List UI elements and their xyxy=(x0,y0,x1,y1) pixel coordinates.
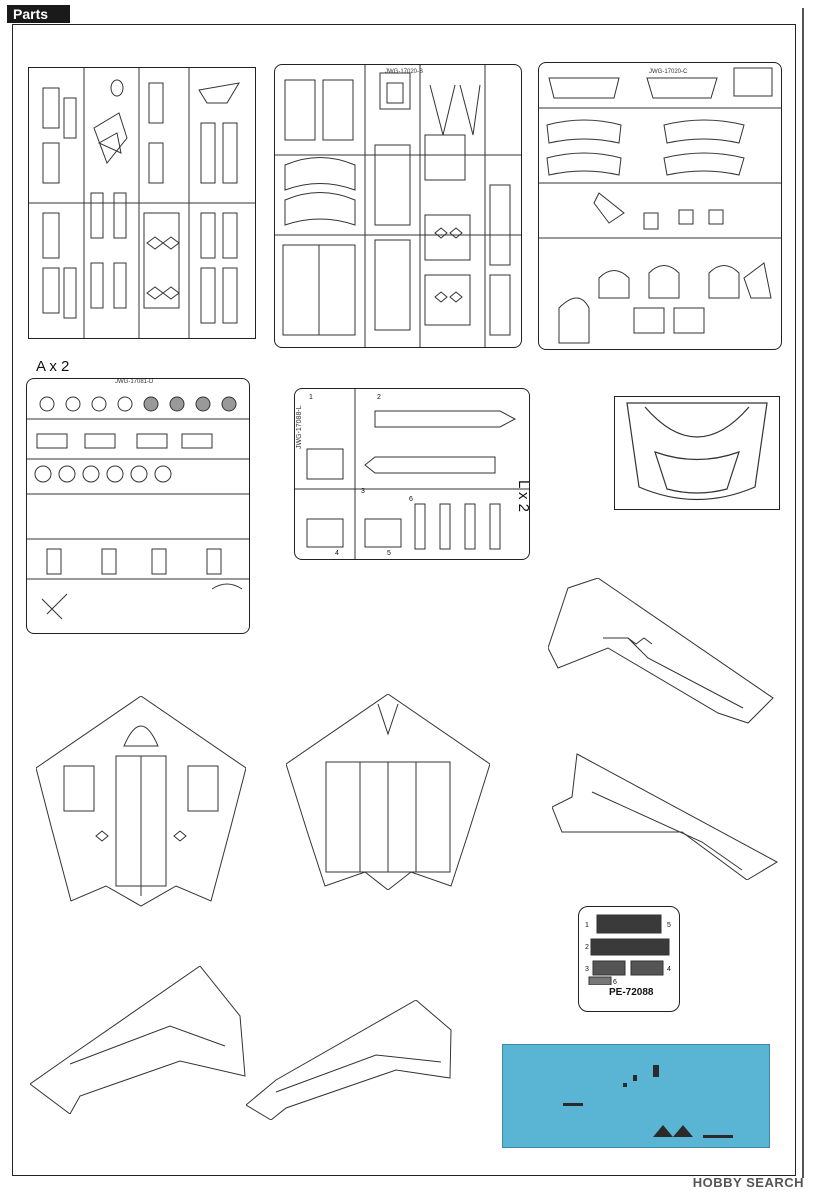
sprue-panel-2: JWG-17020-B xyxy=(274,64,522,348)
fuselage-upper xyxy=(36,696,246,907)
sprue-1-drawing xyxy=(29,68,255,338)
wing-lower-part-1 xyxy=(30,966,246,1114)
sprue-panel-1 xyxy=(28,67,256,339)
sprue-3-drawing: JWG-17020-C xyxy=(539,67,781,344)
pe-number-6: 6 xyxy=(613,979,617,985)
sprue-a-code: JWG-17081-D xyxy=(115,379,154,385)
pe-number-4: 4 xyxy=(667,966,671,973)
sprue-l-number-2: 2 xyxy=(377,394,381,401)
sprue-a-label: A x 2 xyxy=(36,358,70,375)
section-title: Parts xyxy=(7,5,70,23)
watermark: HOBBY SEARCH xyxy=(692,1175,804,1190)
sprue-3-code: JWG-17020-C xyxy=(649,69,688,75)
photo-etch-drawing: 1 2 3 4 5 6 xyxy=(585,914,671,985)
sprue-l-code: JWG-17088-L xyxy=(296,405,303,449)
pe-number-1: 1 xyxy=(585,922,589,929)
sprue-panel-3: JWG-17020-C xyxy=(538,62,782,350)
sprue-l-number-4: 4 xyxy=(335,550,339,557)
sprue-l-number-1: 1 xyxy=(309,394,313,401)
sprue-panel-l: JWG-17088-L 1 2 3 4 5 6 xyxy=(294,388,530,560)
wing-upper-part-1 xyxy=(548,578,774,724)
canopy-drawing xyxy=(626,402,768,501)
decal-markings xyxy=(563,1065,733,1138)
sprue-l-number-3: 3 xyxy=(361,488,365,495)
sprue-panel-a: JWG-17081-D xyxy=(26,378,250,634)
sprue-2-code: JWG-17020-B xyxy=(385,69,423,75)
sprue-l-drawing: JWG-17088-L 1 2 3 4 5 6 xyxy=(295,389,529,559)
decal-sheet xyxy=(502,1044,770,1148)
canopy-panel xyxy=(614,396,780,510)
page-frame xyxy=(12,24,796,1176)
sprue-l-number-6: 6 xyxy=(409,496,413,503)
photo-etch-code: PE-72088 xyxy=(609,987,654,998)
wing-upper-part-2 xyxy=(552,753,779,880)
pe-number-3: 3 xyxy=(585,966,589,973)
wing-lower-part-2 xyxy=(246,1000,452,1120)
sprue-a-drawing: JWG-17081-D xyxy=(27,379,249,620)
photo-etch-sheet: 1 2 3 4 5 6 PE-72088 xyxy=(578,906,680,1012)
pe-number-5: 5 xyxy=(667,922,671,929)
fuselage-lower xyxy=(286,694,490,890)
pe-number-2: 2 xyxy=(585,944,589,951)
sprue-l-label: L x 2 xyxy=(515,480,532,512)
sprue-2-drawing: JWG-17020-B xyxy=(275,65,521,347)
sprue-l-number-5: 5 xyxy=(387,550,391,557)
page-edge xyxy=(802,8,804,1178)
